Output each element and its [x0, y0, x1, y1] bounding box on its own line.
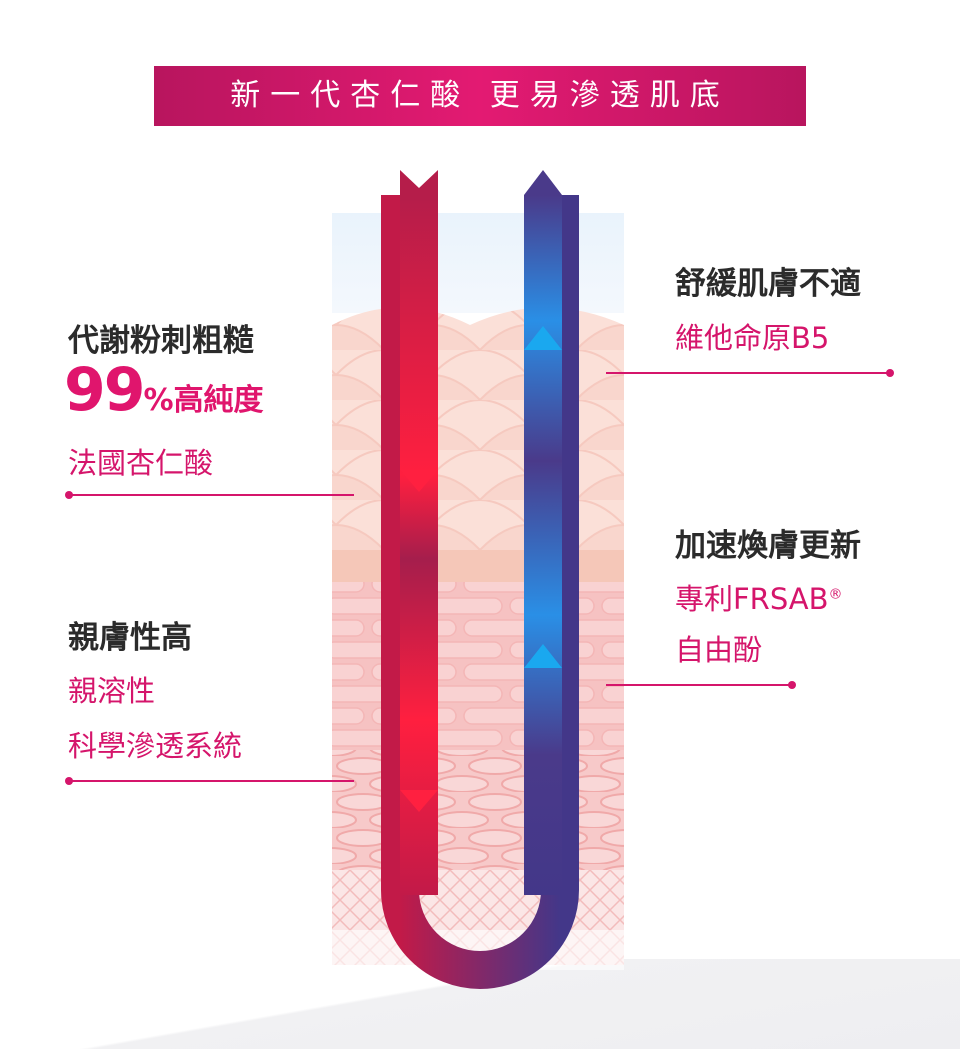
blue-up-arrow-1 — [524, 326, 562, 350]
purity-number: 99 — [64, 355, 145, 425]
basal-layer — [332, 550, 624, 582]
left-title-1: 代謝粉刺粗糙 — [68, 323, 254, 359]
cell-oval-layer — [332, 750, 624, 870]
right-connector-line-1 — [606, 372, 889, 374]
u-tube — [381, 195, 579, 989]
left-connector-line-1 — [69, 494, 354, 496]
red-down-arrow-1 — [400, 470, 438, 492]
registered-mark: ® — [828, 586, 843, 603]
purity-highlight: 99%高純度 — [64, 355, 264, 425]
patent-name: 專利FRSAB — [675, 582, 829, 616]
right-line-2a: 專利FRSAB® — [675, 576, 843, 618]
purity-text: 高純度 — [173, 383, 264, 418]
blue-up-column — [524, 195, 562, 895]
header-title: 新一代杏仁酸 更易滲透肌底 — [230, 78, 730, 113]
purple-up-arrowhead — [524, 170, 562, 195]
right-connector-dot-2 — [788, 681, 796, 689]
red-down-column — [400, 195, 438, 895]
red-down-arrow-2 — [400, 790, 438, 812]
right-connector-line-2 — [606, 684, 791, 686]
right-title-1: 舒緩肌膚不適 — [675, 266, 861, 302]
stratum-corneum-top — [332, 213, 624, 313]
dermis-brick-layer — [332, 582, 624, 750]
right-title-2: 加速煥膚更新 — [675, 528, 861, 564]
purity-percent: % — [143, 383, 174, 418]
right-line-2b: 自由酚 — [675, 633, 763, 667]
header-banner: 新一代杏仁酸 更易滲透肌底 — [154, 66, 806, 126]
right-sub-1: 維他命原B5 — [675, 321, 830, 355]
right-connector-dot-1 — [886, 369, 894, 377]
left-sub-1: 法國杏仁酸 — [68, 446, 214, 480]
blue-up-arrow-2 — [524, 644, 562, 668]
left-line-2a: 親溶性 — [68, 674, 156, 708]
epidermis-scale-layer — [332, 307, 624, 550]
red-notch-top — [400, 170, 438, 200]
left-title-2: 親膚性高 — [68, 620, 192, 656]
left-connector-line-2 — [69, 780, 354, 782]
left-line-2b: 科學滲透系統 — [68, 729, 243, 763]
